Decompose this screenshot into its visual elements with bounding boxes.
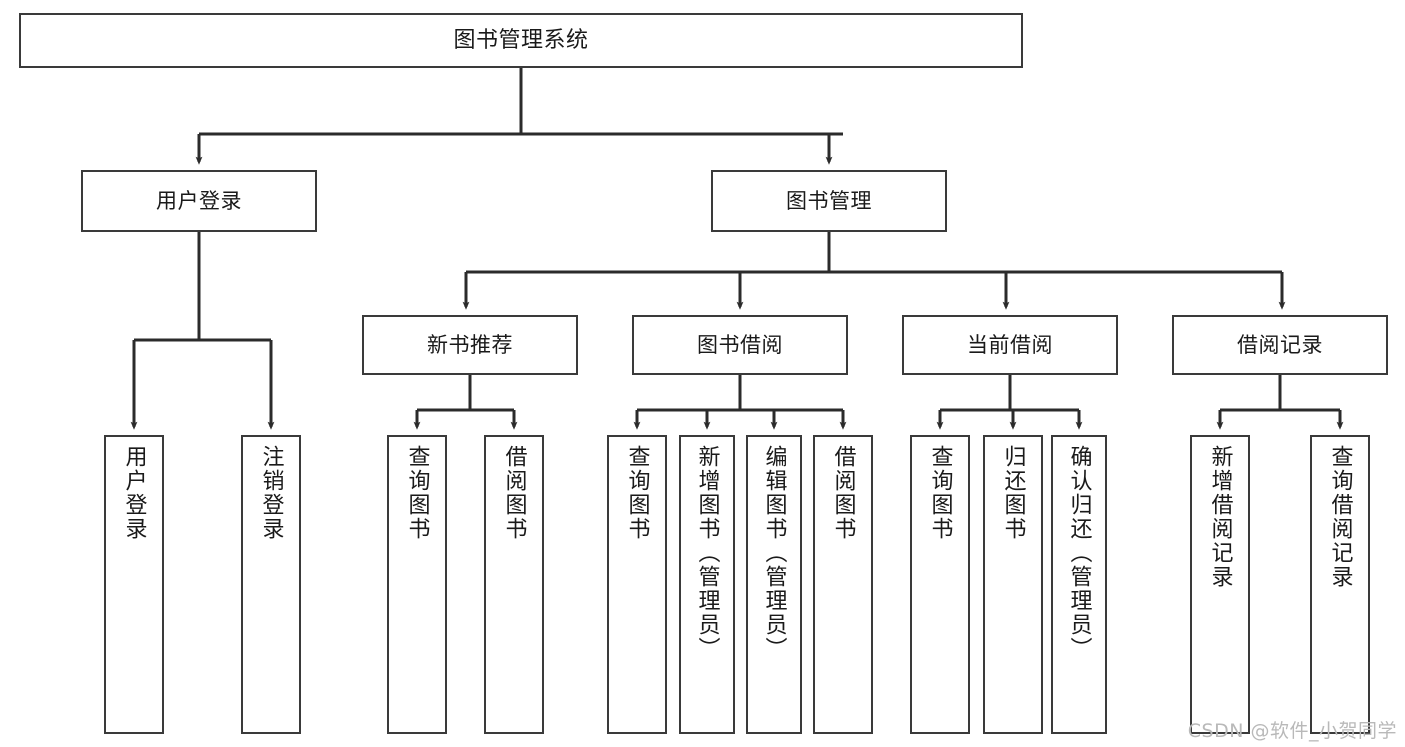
- node-leaf-query-book-2[interactable]: 查询图书: [607, 435, 667, 734]
- node-leaf-query-record-label: 查询借阅记录: [1327, 445, 1353, 589]
- node-user-login[interactable]: 用户登录: [81, 170, 317, 232]
- node-leaf-confirm-return[interactable]: 确认归还（管理员）: [1051, 435, 1107, 734]
- node-leaf-add-book-label: 新增图书（管理员）: [694, 445, 720, 661]
- node-leaf-borrow-book-1[interactable]: 借阅图书: [484, 435, 544, 734]
- node-leaf-borrow-book-1-label: 借阅图书: [501, 445, 527, 541]
- node-leaf-query-book-3[interactable]: 查询图书: [910, 435, 970, 734]
- node-leaf-add-record-label: 新增借阅记录: [1207, 445, 1233, 589]
- node-leaf-add-book[interactable]: 新增图书（管理员）: [679, 435, 735, 734]
- node-user-login-label: 用户登录: [156, 188, 242, 213]
- node-book-manage-label: 图书管理: [786, 188, 872, 213]
- node-new-book-rec-label: 新书推荐: [427, 332, 513, 357]
- node-leaf-query-book-1[interactable]: 查询图书: [387, 435, 447, 734]
- node-leaf-edit-book-label: 编辑图书（管理员）: [761, 445, 787, 661]
- node-leaf-return-book[interactable]: 归还图书: [983, 435, 1043, 734]
- node-new-book-rec[interactable]: 新书推荐: [362, 315, 578, 375]
- node-leaf-borrow-book-2-label: 借阅图书: [830, 445, 856, 541]
- node-leaf-query-book-1-label: 查询图书: [404, 445, 430, 541]
- node-leaf-query-book-2-label: 查询图书: [624, 445, 650, 541]
- node-borrow-record[interactable]: 借阅记录: [1172, 315, 1388, 375]
- node-leaf-borrow-book-2[interactable]: 借阅图书: [813, 435, 873, 734]
- node-leaf-query-record[interactable]: 查询借阅记录: [1310, 435, 1370, 734]
- node-current-borrow[interactable]: 当前借阅: [902, 315, 1118, 375]
- node-leaf-edit-book[interactable]: 编辑图书（管理员）: [746, 435, 802, 734]
- node-book-manage[interactable]: 图书管理: [711, 170, 947, 232]
- node-current-borrow-label: 当前借阅: [967, 332, 1053, 357]
- node-book-borrow[interactable]: 图书借阅: [632, 315, 848, 375]
- node-root-label: 图书管理系统: [453, 27, 589, 53]
- watermark-text: CSDN @软件_小贺同学: [1187, 720, 1397, 742]
- node-root[interactable]: 图书管理系统: [19, 13, 1023, 68]
- node-leaf-add-record[interactable]: 新增借阅记录: [1190, 435, 1250, 734]
- node-leaf-user-login-label: 用户登录: [121, 445, 147, 541]
- node-leaf-user-login[interactable]: 用户登录: [104, 435, 164, 734]
- node-leaf-query-book-3-label: 查询图书: [927, 445, 953, 541]
- node-leaf-user-logout[interactable]: 注销登录: [241, 435, 301, 734]
- node-leaf-return-book-label: 归还图书: [1000, 445, 1026, 541]
- node-leaf-user-logout-label: 注销登录: [258, 445, 284, 541]
- node-borrow-record-label: 借阅记录: [1237, 332, 1323, 357]
- node-book-borrow-label: 图书借阅: [697, 332, 783, 357]
- node-leaf-confirm-return-label: 确认归还（管理员）: [1066, 445, 1092, 661]
